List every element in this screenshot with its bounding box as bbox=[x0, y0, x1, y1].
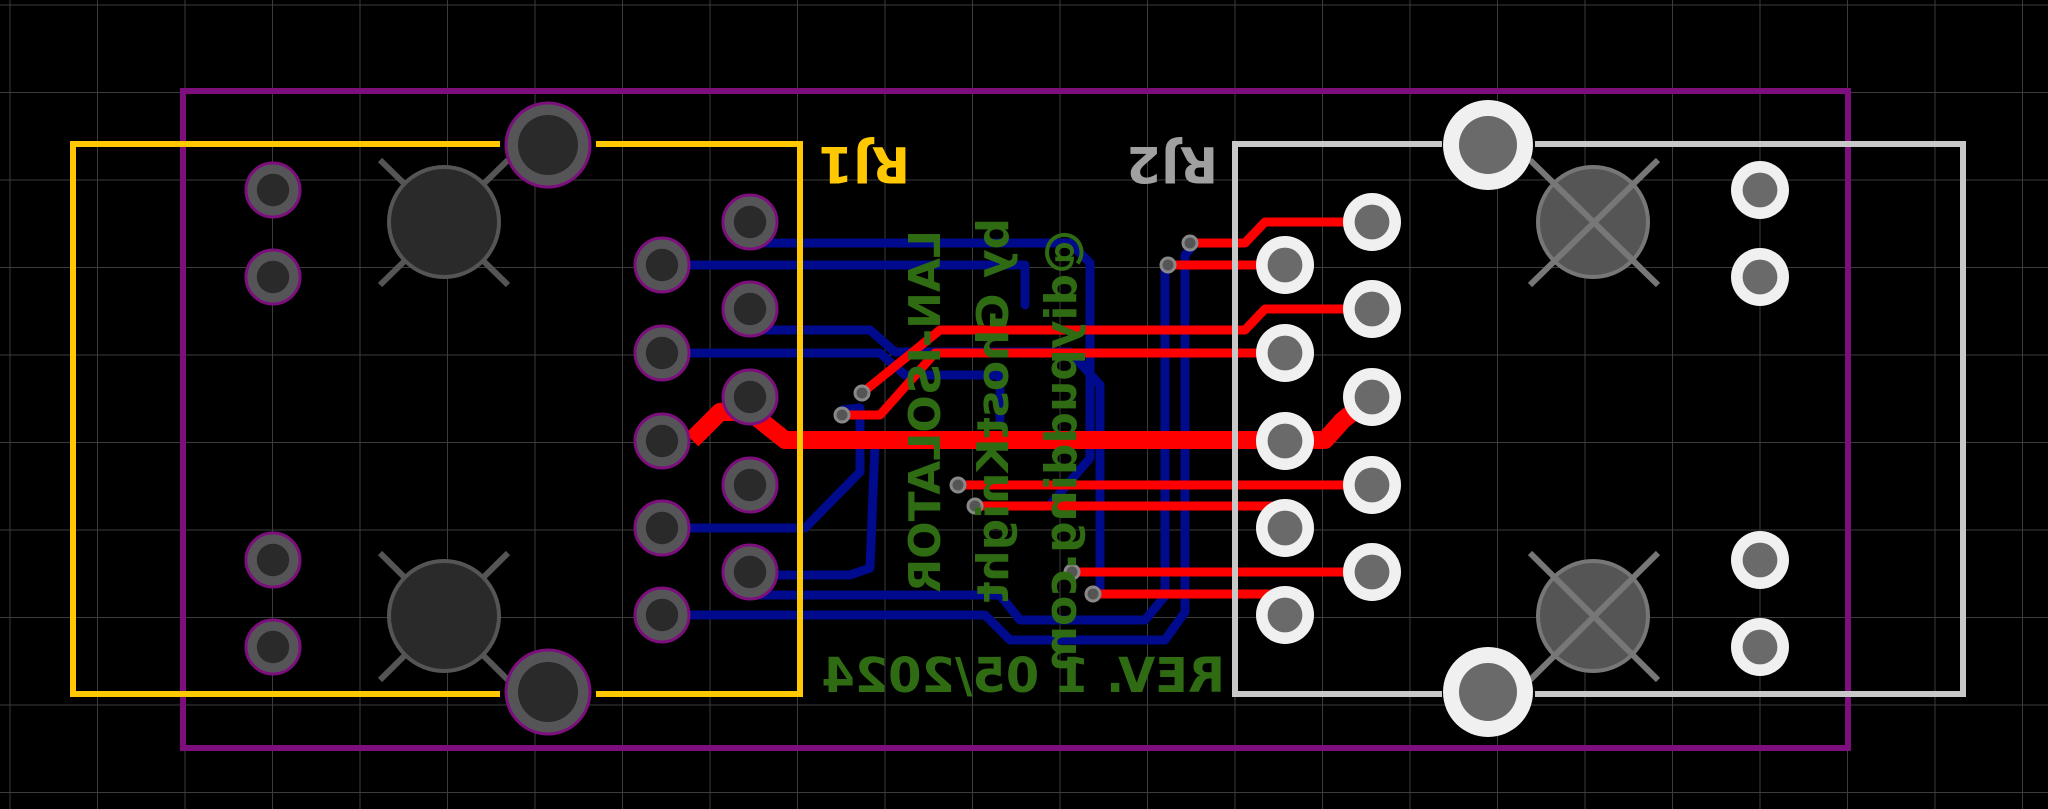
bottom-trace-7 bbox=[657, 238, 1200, 645]
top-trace-1 bbox=[1190, 217, 1377, 248]
pad-hole bbox=[733, 292, 767, 326]
pad-hole bbox=[645, 511, 679, 545]
rj2-outline-left bbox=[1232, 141, 1442, 697]
via bbox=[853, 384, 871, 402]
pad-hole bbox=[645, 598, 679, 632]
pad-hole bbox=[1742, 629, 1778, 665]
mounting-hole bbox=[377, 157, 511, 288]
rj1-silkscreen bbox=[70, 141, 803, 697]
pad-hole bbox=[1354, 204, 1390, 240]
bottom-trace-1 bbox=[657, 260, 1030, 310]
mounting-hole bbox=[377, 550, 511, 683]
bottom-trace-8 bbox=[745, 260, 1170, 625]
pad-hole bbox=[645, 248, 679, 282]
pad-hole bbox=[1267, 423, 1303, 459]
rj2-label: RJ2 bbox=[1126, 135, 1218, 193]
pad-hole bbox=[1742, 542, 1778, 578]
rj1-outline-right bbox=[596, 141, 803, 697]
pad-hole bbox=[733, 555, 767, 589]
rj2-silkscreen bbox=[1232, 141, 1966, 697]
rj2-pads bbox=[1256, 161, 1789, 676]
via bbox=[1084, 585, 1102, 603]
vias bbox=[833, 234, 1199, 603]
shield-pad-hole bbox=[1459, 663, 1517, 721]
pad-hole bbox=[256, 630, 290, 664]
mounting-hole bbox=[1527, 157, 1661, 288]
via bbox=[966, 497, 984, 515]
pad-hole bbox=[733, 468, 767, 502]
shield-pad-hole bbox=[518, 662, 578, 722]
bottom-trace-2 bbox=[745, 238, 1095, 510]
via bbox=[1063, 563, 1081, 581]
pad-hole bbox=[1354, 291, 1390, 327]
pad-hole bbox=[1267, 510, 1303, 546]
title-line-2: by GhostKnight bbox=[968, 218, 1019, 603]
bottom-trace-3 bbox=[657, 348, 1005, 425]
pad-hole bbox=[733, 380, 767, 414]
title-line-1: LAN-ISOLATOR bbox=[900, 230, 951, 593]
via bbox=[1181, 234, 1199, 252]
pad-hole bbox=[1354, 379, 1390, 415]
pad-hole bbox=[1742, 259, 1778, 295]
pad-hole bbox=[256, 173, 290, 207]
pad-hole bbox=[256, 260, 290, 294]
pad-hole bbox=[1267, 247, 1303, 283]
rj1-label: RJ1 bbox=[818, 135, 910, 193]
pad-hole bbox=[1267, 597, 1303, 633]
rj1-outline-top-left bbox=[70, 141, 500, 697]
shield-pad-hole bbox=[1459, 116, 1517, 174]
pad-hole bbox=[1354, 467, 1390, 503]
rj2-mounting-holes bbox=[1443, 100, 1661, 737]
pad-hole bbox=[1742, 172, 1778, 208]
top-trace-4 bbox=[837, 348, 1290, 420]
via bbox=[833, 406, 851, 424]
pad-hole bbox=[256, 543, 290, 577]
via bbox=[949, 476, 967, 494]
pad-hole bbox=[733, 205, 767, 239]
bottom-copper-layer bbox=[657, 238, 1200, 645]
pad-hole bbox=[645, 424, 679, 458]
pad-hole bbox=[1354, 554, 1390, 590]
rj1-mounting-holes bbox=[377, 101, 592, 736]
title-line-3: @diypudding.com bbox=[1036, 230, 1087, 672]
via bbox=[1159, 256, 1177, 274]
shield-pad-hole bbox=[518, 115, 578, 175]
pad-hole bbox=[1267, 335, 1303, 371]
rj1-pads bbox=[244, 161, 779, 676]
board-outline bbox=[180, 88, 1851, 751]
bottom-silkscreen-text: LAN-ISOLATOR by GhostKnight @diypudding.… bbox=[821, 218, 1225, 704]
top-trace-3 bbox=[857, 304, 1377, 398]
revision-label: REV. 1 05/2024 bbox=[821, 648, 1225, 704]
rj2-outline-right bbox=[1535, 141, 1966, 697]
mounting-hole bbox=[1527, 550, 1661, 683]
pad-hole bbox=[645, 336, 679, 370]
top-shield-trace bbox=[685, 389, 1378, 449]
bottom-trace-5 bbox=[657, 403, 865, 533]
